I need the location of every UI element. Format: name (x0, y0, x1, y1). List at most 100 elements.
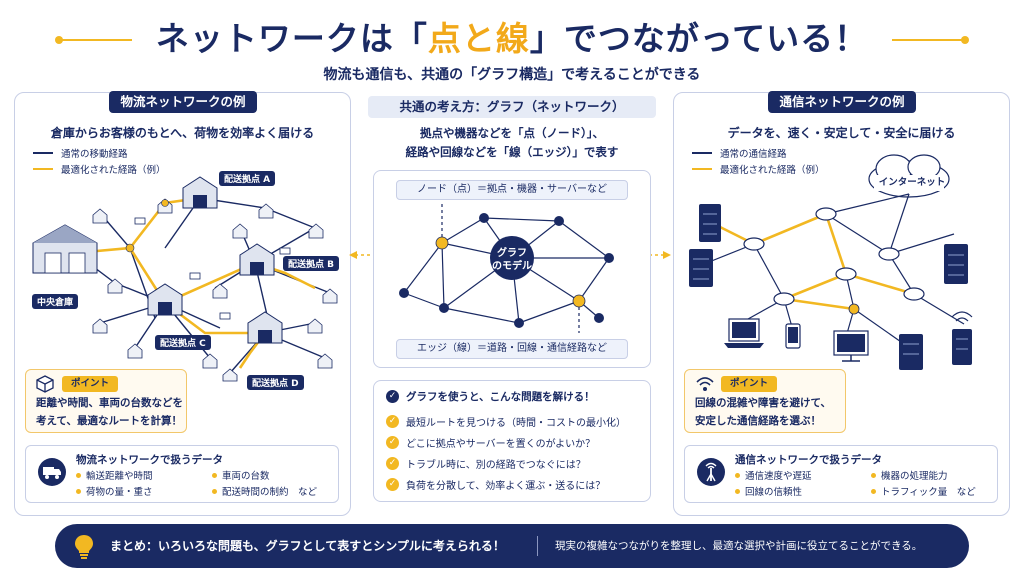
legend-normal-link: 通常の通信経路 (692, 145, 825, 161)
question-text-1: どこに拠点やサーバーを置くのがよいか？ (406, 439, 596, 450)
legend-normal-link-swatch (692, 151, 712, 155)
summary-bar: まとめ：いろいろな問題も、グラフとして表すとシンプルに考えられる！ 現実の複雑な… (55, 524, 969, 568)
logistics-panel-title: 物流ネットワークの例 (109, 91, 257, 113)
logistics-point-line1: 距離や時間、車両の台数などを (36, 397, 183, 409)
graph-model-label: グラフ のモデル (492, 247, 532, 273)
question-row-1: ✓ どこに拠点やサーバーを置くのがよいか？ (386, 435, 595, 450)
label-hub-d: 配送拠点 D (247, 375, 304, 390)
logistics-data-box: 物流ネットワークで扱うデータ 輸送距離や時間 車両の台数 荷物の量・重さ 配送時… (25, 445, 339, 503)
telecom-data-item-0: 通信速度や遅延 (735, 468, 812, 482)
cloud-icon (868, 154, 950, 198)
house-icons (92, 198, 338, 382)
title-pre: ネットワークは「 (155, 19, 428, 58)
legend-optimal-link-swatch (692, 167, 712, 171)
title-post: 」でつながっている！ (529, 19, 869, 58)
label-warehouse: 中央倉庫 (32, 294, 79, 309)
summary-divider (537, 536, 538, 556)
truck-icons (134, 217, 291, 320)
edge-label: エッジ（線）＝道路・回線・通信経路など (396, 339, 628, 359)
legend-optimal-label: 最適化された経路（例） (61, 165, 166, 176)
check-icon: ✓ (386, 415, 399, 428)
question-text-3: 負荷を分散して、効率よく運ぶ・送るには？ (406, 481, 606, 492)
question-text-0: 最短ルートを見つける（時間・コストの最小化） (406, 418, 626, 429)
questions-box: ✓ グラフを使うと、こんな問題を解ける！ ✓ 最短ルートを見つける（時間・コスト… (373, 380, 651, 502)
telecom-network-diagram (689, 154, 973, 370)
warehouse-icon (32, 224, 98, 274)
logistics-data-item-0: 輸送距離や時間 (76, 468, 153, 482)
telecom-optimal-links (713, 212, 915, 311)
logistics-lead: 倉庫からお客様のもとへ、荷物を効率よく届ける (50, 126, 315, 140)
page-title: ネットワークは「点と線」でつながっている！ (0, 12, 1024, 60)
center-lead-line1: 拠点や機器などを「点（ノード）」、 (420, 126, 604, 140)
graph-nodes (399, 213, 614, 328)
telecom-data-item-1: 機器の処理能力 (871, 468, 948, 482)
graph-highlight-nodes (435, 236, 586, 308)
logistics-data-item-3: 配送時間の制約 など (212, 484, 317, 498)
legend-normal-route: 通常の移動経路 (33, 145, 166, 161)
summary-detail: 現実の複雑なつながりを整理し、最適な選択や計画に役立てることができる。 (555, 540, 923, 552)
legend-normal-label: 通常の移動経路 (61, 149, 128, 160)
router-icons (743, 207, 925, 306)
telecom-point-badge: ポイント (721, 376, 778, 392)
hub-b-icon (239, 243, 275, 276)
question-row-3: ✓ 負荷を分散して、効率よく運ぶ・送るには？ (386, 477, 605, 492)
center-heading: 共通の考え方：グラフ（ネットワーク） (368, 96, 656, 118)
legend-optimal-link-label: 最適化された経路（例） (720, 165, 825, 176)
optimal-node-marker (848, 303, 860, 315)
panel-connectors (349, 251, 671, 259)
graph-model-diagram (399, 203, 614, 333)
telecom-data-item-3: トラフィック量 など (871, 484, 976, 498)
label-hub-b: 配送拠点 B (283, 256, 339, 271)
logistics-point-line2: 考えて、最適なルートを計算！ (36, 415, 182, 427)
graph-model-center (490, 236, 534, 280)
question-row-0: ✓ 最短ルートを見つける（時間・コストの最小化） (386, 414, 626, 429)
telecom-legend: 通常の通信経路 最適化された経路（例） (692, 145, 825, 177)
hub-d-icon (247, 311, 283, 344)
check-icon: ✓ (386, 390, 399, 403)
hub-a-icon (182, 176, 218, 209)
telecom-data-box: 通信ネットワークで扱うデータ 通信速度や遅延 機器の処理能力 回線の信頼性 トラ… (684, 445, 998, 503)
waypoint-markers (125, 199, 169, 253)
hub-c-icon (147, 283, 183, 316)
questions-title: グラフを使うと、こんな問題を解ける！ (406, 391, 595, 403)
questions-title-row: ✓ グラフを使うと、こんな問題を解ける！ (386, 389, 595, 404)
telecom-panel-title: 通信ネットワークの例 (768, 91, 916, 113)
question-text-2: トラブル時に、別の経路でつなぐには？ (406, 460, 586, 471)
center-lead: 拠点や機器などを「点（ノード）」、 経路や回線などを「線（エッジ）」で表す (355, 124, 669, 168)
title-right-rule (892, 39, 962, 41)
telecom-point-line2: 安定した通信経路を選ぶ！ (695, 415, 821, 427)
wifi-icon (951, 311, 973, 322)
legend-optimal-route: 最適化された経路（例） (33, 161, 166, 177)
logistics-data-item-2: 荷物の量・重さ (76, 484, 153, 498)
logistics-panel: 物流ネットワークの例 倉庫からお客様のもとへ、荷物を効率よく届ける 通常の移動経… (14, 91, 351, 516)
question-row-2: ✓ トラブル時に、別の経路でつなぐには？ (386, 456, 586, 471)
antenna-icon (697, 458, 725, 486)
telecom-point-box: ポイント 回線の混雑や障害を避けて、 安定した通信経路を選ぶ！ (684, 369, 846, 433)
title-right-dot (961, 36, 969, 44)
title-highlight: 点と線 (427, 19, 530, 58)
graph-model-box: ノード（点）＝拠点・機器・サーバーなど (373, 170, 651, 368)
node-label: ノード（点）＝拠点・機器・サーバーなど (396, 180, 628, 200)
graph-model-line2: のモデル (492, 261, 532, 272)
lightbulb-icon (75, 535, 93, 559)
telecom-panel: 通信ネットワークの例 データを、速く・安定して・安全に届ける 通常の通信経路 最… (673, 91, 1010, 516)
box-icon (36, 375, 54, 393)
legend-normal-swatch (33, 151, 53, 155)
logistics-network-diagram (32, 176, 338, 382)
telecom-point-line1: 回線の混雑や障害を避けて、 (695, 397, 831, 409)
logistics-point-badge: ポイント (62, 376, 119, 392)
logistics-point-box: ポイント 距離や時間、車両の台数などを 考えて、最適なルートを計算！ (25, 369, 187, 433)
title-row: ネットワークは「点と線」でつながっている！ (0, 8, 1024, 58)
center-lead-line2: 経路や回線などを「線（エッジ）」で表す (405, 145, 619, 159)
graph-model-line1: グラフ (497, 248, 527, 259)
server-rack-lines (693, 213, 968, 355)
truck-icon (38, 458, 66, 486)
logistics-data-item-1: 車両の台数 (212, 468, 270, 482)
monitor-icon (833, 330, 869, 362)
legend-optimal-swatch (33, 167, 53, 171)
check-icon: ✓ (386, 478, 399, 491)
label-hub-a: 配送拠点 A (219, 171, 276, 186)
laptop-icon (724, 318, 764, 348)
telecom-lead: データを、速く・安定して・安全に届ける (727, 126, 956, 140)
legend-normal-link-label: 通常の通信経路 (720, 149, 787, 160)
